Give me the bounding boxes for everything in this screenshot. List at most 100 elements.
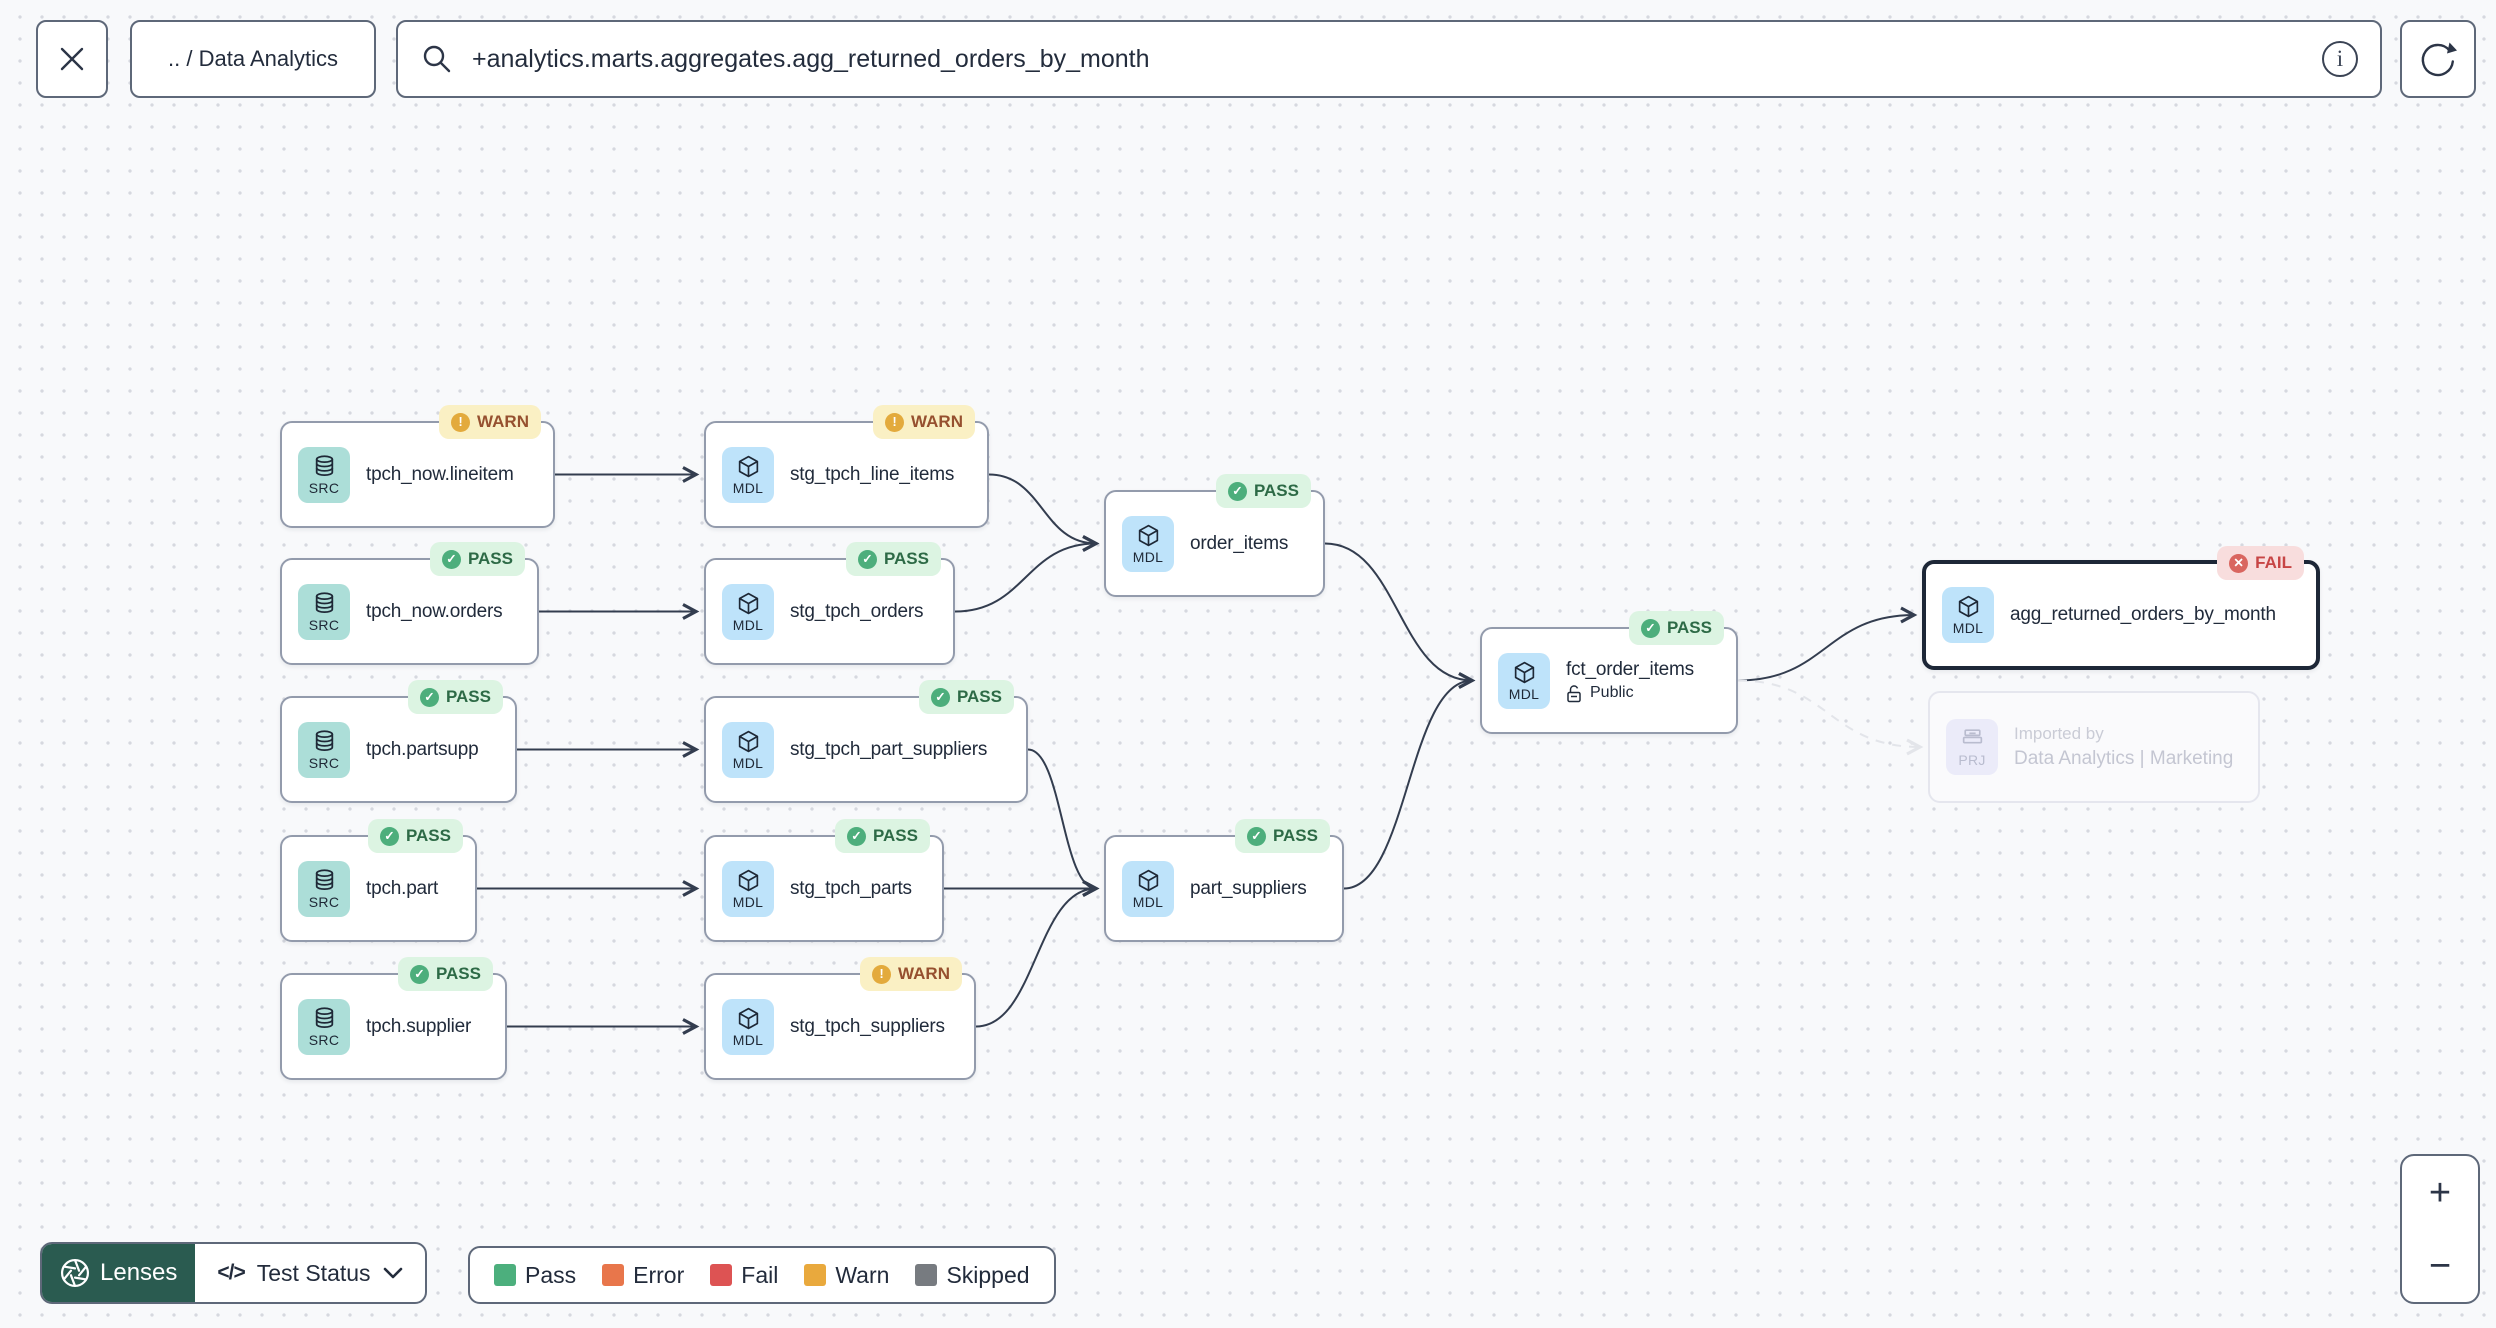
info-icon[interactable]: i xyxy=(2322,41,2358,77)
mdl-type-chip: MDL xyxy=(722,998,774,1055)
status-badge-pass: ✓ PASS xyxy=(834,819,930,853)
chevron-down-icon xyxy=(383,1267,402,1278)
src-type-chip: SRC xyxy=(298,721,350,778)
legend-item-skipped: Skipped xyxy=(915,1262,1030,1289)
status-legend: Pass Error Fail Warn Skipped xyxy=(468,1246,1056,1304)
node-label: tpch_now.orders xyxy=(366,600,503,622)
graph-node-stg-suppliers[interactable]: MDL stg_tpch_suppliers! WARN xyxy=(704,957,976,1080)
status-badge-label: WARN xyxy=(911,412,963,431)
chip-label: MDL xyxy=(732,479,764,496)
mdl-type-chip: MDL xyxy=(722,583,774,640)
chip-label: MDL xyxy=(732,893,764,910)
lens-pill: Lenses </> Test Status xyxy=(40,1242,427,1304)
status-dot-icon: ✓ xyxy=(930,687,950,707)
database-icon xyxy=(315,591,333,613)
status-badge-label: PASS xyxy=(467,549,513,568)
breadcrumb[interactable]: .. / Data Analytics xyxy=(130,20,376,98)
legend-swatch xyxy=(494,1264,516,1286)
status-badge-pass: ✓ PASS xyxy=(918,680,1014,714)
edge-order-items-to-fct-order-items xyxy=(1324,542,1476,689)
status-badge-pass: ✓ PASS xyxy=(1628,611,1724,645)
zoom-in-button[interactable]: + xyxy=(2402,1156,2478,1229)
status-dot-icon: ✓ xyxy=(1227,481,1247,501)
status-badge-label: PASS xyxy=(1253,481,1299,500)
status-badge-warn: ! WARN xyxy=(439,405,541,439)
chip-label: SRC xyxy=(308,616,340,633)
status-dot-icon: ✓ xyxy=(1246,826,1266,846)
status-dot-icon: ✕ xyxy=(2229,553,2249,573)
mdl-type-chip: MDL xyxy=(722,860,774,917)
node-label: tpch.partsupp xyxy=(366,738,479,760)
mdl-type-chip: MDL xyxy=(1498,652,1550,709)
zoom-out-button[interactable]: − xyxy=(2402,1229,2478,1302)
database-icon xyxy=(315,1006,333,1028)
chip-label: SRC xyxy=(308,479,340,496)
status-dot-icon: ✓ xyxy=(857,549,877,569)
node-label: order_items xyxy=(1190,532,1289,554)
database-icon xyxy=(315,454,333,476)
breadcrumb-label: .. / Data Analytics xyxy=(168,46,338,71)
graph-node-src-lineitem[interactable]: SRC tpch_now.lineitem ! WARN xyxy=(280,405,555,528)
status-dot-icon: ✓ xyxy=(379,826,399,846)
cube-icon xyxy=(738,869,758,891)
node-label: part_suppliers xyxy=(1190,877,1307,899)
mdl-type-chip: MDL xyxy=(722,721,774,778)
search-input[interactable] xyxy=(470,43,2306,75)
chip-label: SRC xyxy=(308,754,340,771)
database-icon xyxy=(315,729,333,751)
status-badge-label: PASS xyxy=(1666,618,1712,637)
mdl-type-chip: MDL xyxy=(1122,860,1174,917)
cube-icon xyxy=(738,592,758,614)
status-badge-label: PASS xyxy=(1272,826,1318,845)
graph-node-part-suppliers[interactable]: MDL part_suppliers ✓ PASS xyxy=(1104,819,1344,942)
database-icon xyxy=(315,868,333,890)
status-badge-label: PASS xyxy=(435,964,481,983)
legend-item-error: Error xyxy=(602,1262,684,1289)
zoom-controls: + − xyxy=(2400,1154,2480,1304)
legend-label: Pass xyxy=(525,1261,577,1288)
refresh-icon xyxy=(2421,42,2457,77)
node-label: tpch.supplier xyxy=(366,1015,472,1037)
lens-selected-label: Test Status xyxy=(256,1259,371,1286)
node-label: tpch_now.lineitem xyxy=(366,463,514,485)
search-box[interactable]: i xyxy=(396,20,2382,98)
status-badge-label: WARN xyxy=(898,964,950,983)
cube-icon xyxy=(1958,595,1978,618)
status-dot-icon: ! xyxy=(451,412,471,432)
legend-swatch xyxy=(710,1264,733,1286)
edge-stg-line-items-to-order-items xyxy=(988,473,1100,552)
status-badge-label: PASS xyxy=(956,687,1002,706)
edge-stg-orders-to-order-items xyxy=(954,535,1100,613)
lenses-button[interactable]: Lenses xyxy=(42,1244,196,1302)
search-icon xyxy=(423,45,451,73)
cube-icon xyxy=(1138,869,1158,891)
status-dot-icon: ! xyxy=(872,964,892,984)
refresh-button[interactable] xyxy=(2400,20,2476,98)
legend-item-warn: Warn xyxy=(804,1262,889,1289)
lens-selector[interactable]: </> Test Status xyxy=(195,1244,424,1302)
status-badge-pass: ✓ PASS xyxy=(397,957,493,991)
status-badge-label: PASS xyxy=(883,549,929,568)
node-label: agg_returned_orders_by_month xyxy=(2010,604,2276,625)
status-badge-pass: ✓ PASS xyxy=(1215,474,1311,508)
status-dot-icon: ✓ xyxy=(409,964,429,984)
close-button[interactable] xyxy=(36,20,108,98)
legend-label: Fail xyxy=(741,1261,779,1288)
unlock-icon xyxy=(1567,684,1581,702)
edge-fct-order-items-to-imported-by xyxy=(1737,679,1924,756)
close-icon xyxy=(60,47,84,71)
node-label: stg_tpch_suppliers xyxy=(790,1015,945,1037)
